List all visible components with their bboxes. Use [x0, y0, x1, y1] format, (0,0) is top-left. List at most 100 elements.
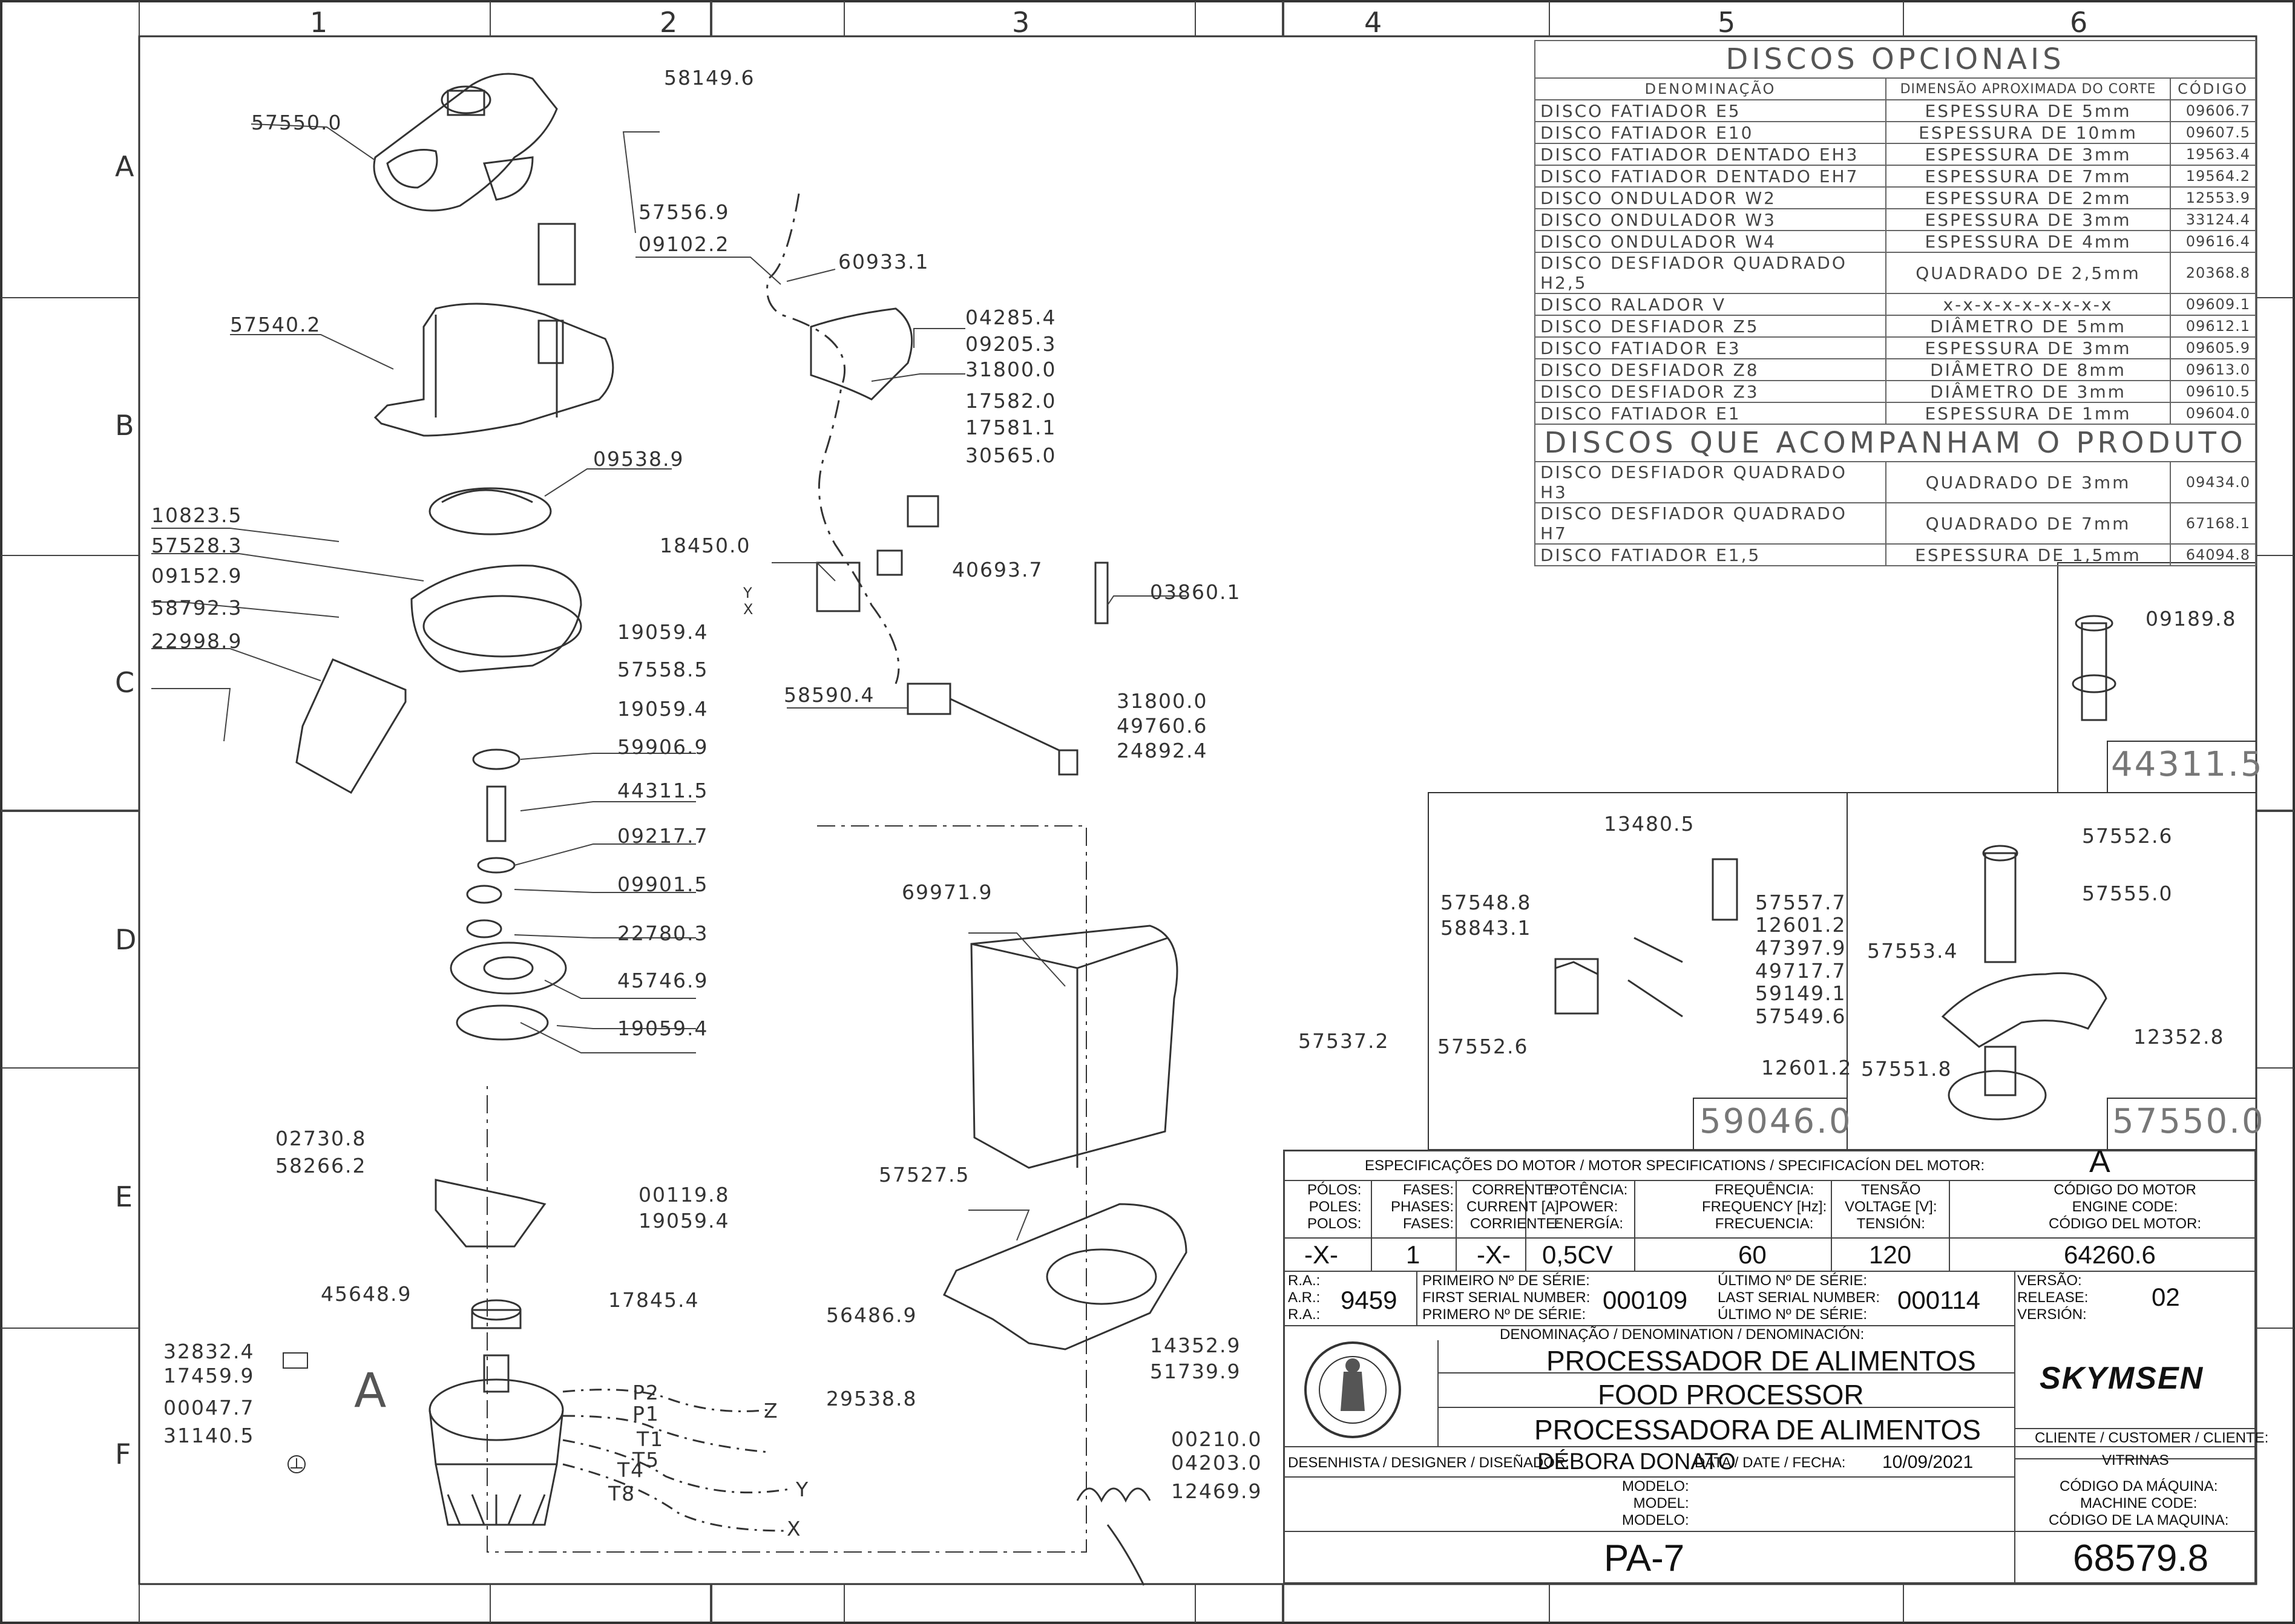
part-label: 09217.7: [617, 824, 709, 848]
column-3: 3: [1012, 6, 1030, 39]
part-label: 58792.3: [151, 596, 243, 620]
version-labels: VERSÃO:RELEASE:VERSIÓN:: [2017, 1272, 2089, 1323]
part-label: 57552.6: [2082, 824, 2173, 848]
part-label: 03860.1: [1150, 580, 1241, 604]
part-label: 31800.0: [965, 358, 1057, 381]
disc-dimension: ESPESSURA DE 10mm: [1885, 121, 2171, 144]
disc-name: DISCO FATIADOR E5: [1534, 99, 1886, 122]
part-label: 19059.4: [639, 1209, 730, 1233]
disc-code: 19563.4: [2170, 143, 2256, 166]
voltage-value: 120: [1869, 1240, 1912, 1269]
part-label: 57528.3: [151, 534, 243, 557]
part-label: 45648.9: [321, 1282, 412, 1306]
disc-dimension: QUADRADO DE 7mm: [1885, 502, 2171, 545]
disc-code: 09610.5: [2170, 380, 2256, 403]
row-e: E: [115, 1180, 133, 1213]
part-label: 00119.8: [639, 1183, 730, 1207]
column-2: 2: [660, 6, 678, 39]
disc-dimension: ESPESSURA DE 3mm: [1885, 143, 2171, 166]
disc-name: DISCO ONDULADOR W4: [1534, 230, 1886, 253]
part-label: 09152.9: [151, 564, 243, 588]
included-discs-title: DISCOS QUE ACOMPANHAM O PRODUTO: [1534, 424, 2256, 462]
frequency-value: 60: [1738, 1240, 1767, 1269]
part-label: 59906.9: [617, 735, 709, 759]
poles-labels: PÓLOS:POLES:POLOS:: [1307, 1182, 1362, 1232]
part-label: 49717.7: [1755, 959, 1847, 983]
poles-value: -X-: [1304, 1240, 1338, 1269]
date-value: 10/09/2021: [1882, 1452, 1974, 1472]
part-label: 47397.9: [1755, 936, 1847, 960]
disc-dimension: ESPESSURA DE 1mm: [1885, 402, 2171, 425]
part-label: 04285.4: [965, 306, 1057, 329]
part-label: 00210.0: [1171, 1427, 1262, 1451]
model-value: PA-7: [1604, 1537, 1685, 1579]
part-label: 31800.0: [1117, 689, 1208, 713]
disc-name: DISCO FATIADOR E10: [1534, 121, 1886, 144]
date-label: DATA / DATE / FECHA:: [1695, 1455, 1846, 1471]
disc-dimension: x-x-x-x-x-x-x-x-x: [1885, 293, 2171, 316]
part-label: 17581.1: [965, 416, 1057, 439]
part-label: 57553.4: [1867, 939, 1958, 963]
part-label: 58266.2: [275, 1154, 367, 1177]
part-label: 57527.5: [879, 1163, 970, 1187]
motor-letter-label: A: [354, 1364, 387, 1418]
wire-label: T5: [632, 1448, 660, 1472]
row-b: B: [115, 409, 134, 442]
part-label: 12352.8: [2133, 1025, 2225, 1049]
part-label: 57548.8: [1440, 891, 1532, 914]
part-label: 14352.9: [1150, 1334, 1241, 1357]
part-label: 18450.0: [660, 534, 751, 557]
exploded-view: [295, 73, 2257, 1586]
disc-name: DISCO DESFIADOR QUADRADO H7: [1534, 502, 1886, 545]
row-d: D: [115, 923, 137, 956]
disc-dimension: DIÂMETRO DE 5mm: [1885, 315, 2171, 338]
part-label: 44311.5: [617, 779, 709, 802]
disc-code: 09434.0: [2170, 461, 2256, 503]
authorized-seal-icon: [1304, 1341, 1401, 1438]
part-label: 57550.0: [251, 111, 343, 134]
disc-name: DISCO ONDULADOR W3: [1534, 208, 1886, 231]
disc-dimension: ESPESSURA DE 7mm: [1885, 165, 2171, 188]
wire-label: T1: [637, 1427, 665, 1451]
part-label: 58149.6: [664, 66, 755, 90]
part-label: 32832.4: [163, 1340, 255, 1363]
disc-name: DISCO DESFIADOR Z5: [1534, 315, 1886, 338]
part-label: 57549.6: [1755, 1004, 1847, 1028]
row-a: A: [115, 150, 134, 183]
wire-label: Z: [764, 1399, 779, 1423]
disc-dimension: ESPESSURA DE 1,5mm: [1885, 543, 2171, 566]
wire-label: P2: [632, 1381, 660, 1404]
part-label: 00047.7: [163, 1396, 255, 1419]
part-label: 40693.7: [952, 558, 1043, 581]
header-code: CÓDIGO: [2170, 77, 2256, 100]
disc-code: 67168.1: [2170, 502, 2256, 545]
column-5: 5: [1718, 6, 1736, 39]
part-label: 12601.2: [1761, 1056, 1853, 1079]
disc-code: 64094.8: [2170, 543, 2256, 566]
part-label: 60933.1: [838, 250, 930, 273]
part-label: 10823.5: [151, 503, 243, 527]
disc-code: 12553.9: [2170, 186, 2256, 209]
power-labels: POTÊNCIA:POWER:ENERGÍA:: [1549, 1182, 1628, 1232]
frequency-labels: FREQUÊNCIA:FREQUENCY [Hz]:FRECUENCIA:: [1702, 1182, 1827, 1232]
designer-value: DÉBORA DONATO: [1537, 1449, 1736, 1475]
part-label: 57556.9: [639, 200, 730, 224]
part-label: 57537.2: [1298, 1029, 1390, 1053]
name-pt: PROCESSADOR DE ALIMENTOS: [1546, 1345, 1976, 1377]
disc-code: 09607.5: [2170, 121, 2256, 144]
first-serial-value: 000109: [1603, 1286, 1688, 1314]
disc-dimension: ESPESSURA DE 4mm: [1885, 230, 2171, 253]
switch-detail-code: 59046.0: [1699, 1102, 1853, 1141]
disc-code: 09609.1: [2170, 293, 2256, 316]
wire-label: T4: [617, 1458, 645, 1482]
part-label: 17582.0: [965, 389, 1057, 413]
phases-labels: FASES:PHASES:FASES:: [1391, 1182, 1454, 1232]
part-label: 58590.4: [784, 683, 875, 707]
ra-labels: R.A.:A.R.:R.A.:: [1288, 1272, 1321, 1323]
designer-label: DESENHISTA / DESIGNER / DISEÑADOR:: [1288, 1455, 1569, 1471]
